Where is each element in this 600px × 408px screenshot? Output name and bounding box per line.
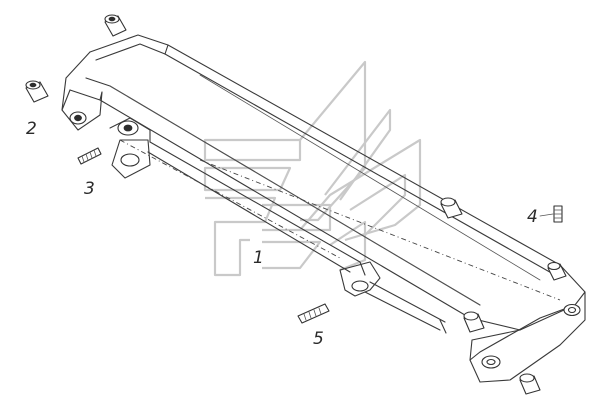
callout-4: 4 (527, 207, 538, 227)
stud-part-5 (297, 303, 330, 324)
bushing-top (104, 14, 127, 37)
main-body-part-1 (61, 34, 586, 383)
bushing-part-2 (25, 80, 49, 103)
callout-1: 1 (253, 248, 264, 268)
bushing-right-upper (440, 197, 463, 219)
callout-2: 2 (26, 119, 37, 139)
stud-part-3 (77, 147, 102, 165)
bushing-flange-lower (463, 311, 485, 333)
leader-line-4 (539, 213, 554, 217)
bushing-right-end (547, 261, 567, 281)
callout-3: 3 (84, 179, 95, 199)
bushing-bottom (519, 373, 541, 395)
callout-5: 5 (313, 329, 324, 349)
clip-part-4 (553, 205, 563, 223)
